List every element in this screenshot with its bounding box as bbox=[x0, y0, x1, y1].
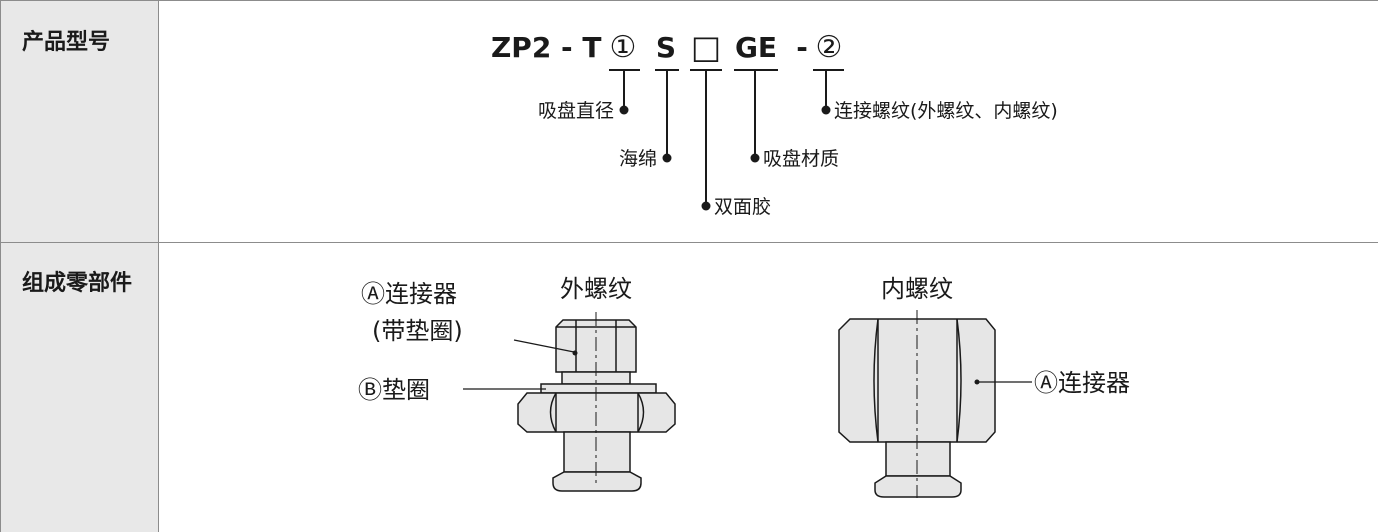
dot-tape bbox=[701, 201, 711, 211]
label-connector-female: Ⓐ连接器 bbox=[1034, 369, 1130, 397]
callout-sponge: 海绵 bbox=[619, 148, 657, 170]
callout-pad-diameter: 吸盘直径 bbox=[538, 100, 614, 122]
dot-pad-diameter bbox=[619, 105, 629, 115]
leader-dots bbox=[619, 105, 831, 211]
female-lower-stem bbox=[885, 441, 951, 477]
dot-material bbox=[750, 153, 760, 163]
model-circle-2: ② bbox=[816, 30, 843, 65]
callout-thread: 连接螺纹(外螺纹、内螺纹) bbox=[834, 100, 1058, 122]
label-with-gasket: (带垫圈) bbox=[372, 317, 463, 345]
model-code: ZP2 - T ① S □ GE - ② bbox=[491, 28, 842, 66]
label-connector-male: Ⓐ连接器 bbox=[361, 280, 457, 308]
male-thread-part bbox=[517, 312, 676, 492]
table-top-border bbox=[0, 0, 1378, 1]
model-box: □ bbox=[691, 28, 721, 66]
title-female-thread: 内螺纹 bbox=[881, 275, 953, 303]
male-lower-body bbox=[563, 431, 631, 473]
male-labels: Ⓐ连接器 (带垫圈) Ⓑ垫圈 bbox=[358, 280, 463, 404]
model-underlines bbox=[609, 69, 844, 206]
row-label-cell-model: 产品型号 bbox=[0, 0, 158, 243]
label-gasket: Ⓑ垫圈 bbox=[358, 376, 430, 404]
row-divider bbox=[0, 242, 1378, 243]
dot-connector-male bbox=[572, 350, 578, 356]
component-titles: 外螺纹 内螺纹 bbox=[560, 275, 953, 303]
column-divider bbox=[158, 0, 159, 532]
gasket bbox=[540, 383, 657, 394]
model-ge: GE bbox=[735, 31, 777, 64]
row-label-model: 产品型号 bbox=[22, 30, 111, 55]
row-label-components: 组成零部件 bbox=[22, 271, 133, 296]
female-thread-part bbox=[838, 310, 996, 498]
model-circle-1: ① bbox=[610, 30, 637, 65]
title-male-thread: 外螺纹 bbox=[560, 275, 632, 303]
dot-connector-female bbox=[974, 379, 980, 385]
table-left-border bbox=[0, 0, 1, 532]
callout-pad-material: 吸盘材质 bbox=[763, 148, 839, 170]
callout-double-sided-tape: 双面胶 bbox=[714, 196, 771, 218]
model-callout-labels: 吸盘直径 海绵 双面胶 吸盘材质 连接螺纹(外螺纹、内螺纹) bbox=[538, 100, 1058, 218]
male-leaders bbox=[463, 339, 575, 390]
model-prefix: ZP2 - T bbox=[491, 31, 602, 64]
male-tip bbox=[552, 471, 642, 492]
leader-connector-male bbox=[513, 339, 575, 353]
model-dash: - bbox=[796, 31, 808, 64]
female-tip bbox=[874, 475, 962, 498]
model-s: S bbox=[656, 31, 676, 64]
dot-sponge bbox=[662, 153, 672, 163]
dot-thread bbox=[821, 105, 831, 115]
row-label-cell-components: 组成零部件 bbox=[0, 243, 158, 532]
